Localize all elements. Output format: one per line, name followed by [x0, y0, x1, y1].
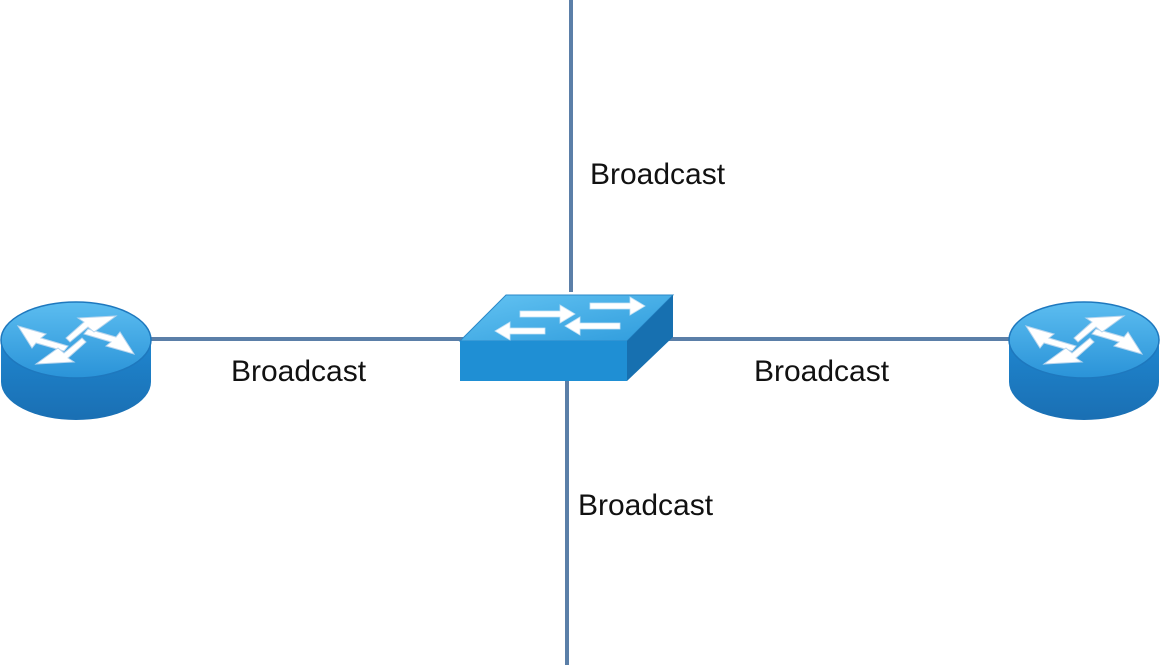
router-left-icon — [0, 301, 152, 420]
link-left-label: Broadcast — [231, 355, 367, 388]
link-right-label: Broadcast — [754, 355, 890, 388]
switch-center-icon — [458, 294, 675, 381]
link-bottom-label: Broadcast — [578, 489, 714, 522]
link-top-label: Broadcast — [590, 158, 726, 191]
router-right-icon — [1008, 301, 1160, 420]
